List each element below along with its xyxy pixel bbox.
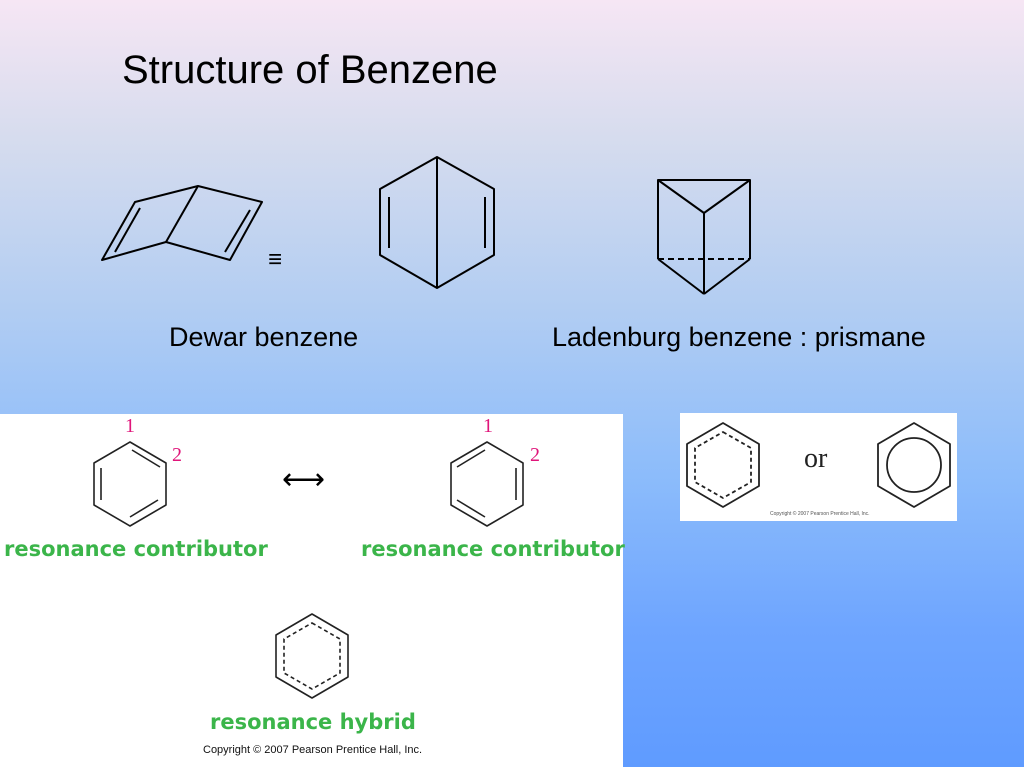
left-benzene-kekule <box>93 441 167 527</box>
or-text: or <box>804 443 828 474</box>
prismane-structure <box>657 179 751 295</box>
circle-benzene-structure <box>877 422 951 508</box>
left-position-1: 1 <box>125 415 135 437</box>
benzene-or-panel: or Copyright © 2007 Pearson Prentice Hal… <box>680 413 957 521</box>
left-position-2: 2 <box>172 444 182 466</box>
right-benzene-kekule <box>450 441 524 527</box>
resonance-copyright: Copyright © 2007 Pearson Prentice Hall, … <box>203 744 423 756</box>
slide-title: Structure of Benzene <box>122 48 498 92</box>
dashed-benzene-structure <box>686 422 760 508</box>
hybrid-label: resonance hybrid <box>210 710 416 734</box>
dewar-benzene-caption: Dewar benzene <box>169 322 359 352</box>
equivalence-symbol: ≡ <box>268 246 283 273</box>
right-contributor-label: resonance contributor <box>361 537 625 561</box>
resonance-panel: 1 2 ⟷ 1 2 resonance contributor resonanc… <box>0 414 625 767</box>
ladenburg-benzene-caption: Ladenburg benzene : prismane <box>552 322 926 352</box>
left-contributor-label: resonance contributor <box>4 537 268 561</box>
resonance-hybrid-structure <box>275 613 349 699</box>
right-position-2: 2 <box>530 444 540 466</box>
right-position-1: 1 <box>483 415 493 437</box>
dewar-hexagon-structure <box>379 156 495 289</box>
dewar-benzene-structure <box>101 185 263 261</box>
or-panel-copyright: Copyright © 2007 Pearson Prentice Hall, … <box>770 511 870 517</box>
resonance-arrow: ⟷ <box>282 462 326 497</box>
